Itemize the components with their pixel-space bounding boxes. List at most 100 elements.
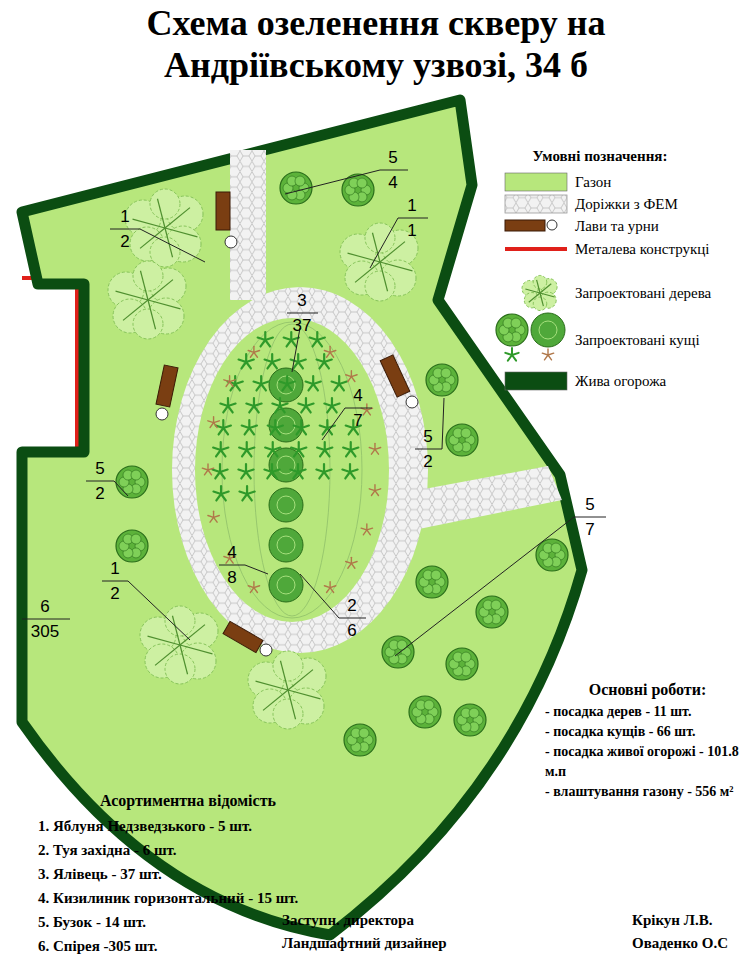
star-ray — [208, 468, 214, 470]
star-ray — [246, 404, 254, 406]
star-ray — [324, 351, 330, 353]
thuja — [269, 568, 303, 602]
tree-branch — [288, 690, 296, 719]
star-ray — [241, 362, 246, 368]
star-ray — [248, 351, 254, 353]
star-ray — [350, 472, 355, 478]
star-ray — [247, 450, 252, 456]
star-ray — [213, 417, 214, 423]
shrub-crown — [496, 314, 528, 346]
star-ray — [223, 426, 231, 428]
star-ray — [271, 428, 276, 434]
cotoneaster — [346, 371, 357, 382]
star-ray — [317, 448, 325, 450]
tree-branch — [157, 199, 165, 228]
star-ray — [246, 362, 251, 368]
cotoneaster — [208, 417, 219, 428]
star-ray — [324, 360, 332, 362]
tree-branch — [529, 293, 540, 302]
star-ray — [325, 448, 333, 450]
tree-branch — [256, 681, 288, 690]
star-ray — [298, 360, 306, 362]
urn — [225, 236, 237, 248]
callout-line — [380, 170, 408, 171]
shrub-lobe — [461, 652, 471, 662]
cotoneaster — [369, 443, 380, 454]
tree-branch — [263, 690, 288, 710]
tree-branch — [380, 262, 412, 271]
legend-text: Газон — [575, 174, 611, 191]
star-ray — [339, 382, 347, 384]
legend-swatch — [505, 372, 567, 390]
star-ray — [351, 448, 359, 450]
juniper — [343, 442, 358, 456]
shrub-lobe — [357, 178, 367, 188]
star-ray — [228, 404, 236, 406]
callout-lines — [22, 170, 606, 656]
shrub-crown — [416, 566, 448, 598]
leader-line — [300, 574, 339, 618]
lilac-shrub — [446, 424, 478, 456]
tree-crown — [273, 651, 303, 681]
lilac-shrub — [476, 596, 508, 628]
lilac-shrub — [536, 539, 568, 571]
legend-bench-sample — [505, 220, 545, 231]
star-ray — [313, 384, 318, 390]
juniper — [291, 442, 306, 456]
callout-line — [287, 313, 318, 314]
star-ray — [242, 426, 250, 428]
star-ray — [371, 449, 375, 454]
star-ray — [256, 384, 261, 390]
star-ray — [268, 450, 273, 456]
star-ray — [330, 588, 334, 593]
star-ray — [239, 360, 247, 362]
star-ray — [213, 492, 221, 494]
star-ray — [214, 423, 218, 428]
star-ray — [324, 586, 330, 588]
star-ray — [258, 338, 266, 340]
path-east — [408, 466, 562, 530]
cotoneaster — [248, 346, 259, 357]
star-ray — [298, 472, 303, 478]
star-ray — [220, 470, 228, 472]
star-ray — [548, 353, 554, 355]
juniper — [213, 442, 228, 456]
callout-line — [219, 565, 245, 566]
tree-branch — [148, 636, 180, 645]
works-item: - посадка кущів - 66 шт. — [545, 722, 750, 742]
star-ray — [247, 448, 255, 450]
callout-number: 1 — [120, 208, 129, 226]
star-ray — [299, 450, 304, 456]
lilac-shrub — [116, 530, 148, 562]
star-ray — [313, 382, 321, 384]
legend-metal-sample — [505, 247, 567, 251]
star-ray — [319, 472, 324, 478]
assortment-item: 4. Кизилиник горизонтальний - 15 шт. — [38, 890, 298, 907]
tree-branch — [155, 645, 180, 665]
star-ray — [366, 524, 367, 530]
path-north — [230, 150, 266, 300]
callout-number: 5 — [585, 496, 594, 514]
star-ray — [298, 404, 306, 406]
star-ray — [369, 447, 375, 449]
star-ray — [254, 586, 260, 588]
star-ray — [248, 586, 254, 588]
star-ray — [351, 371, 352, 377]
star-ray — [239, 492, 247, 494]
tree-crown — [133, 261, 163, 291]
lilac-shrub — [454, 704, 486, 736]
legend-urn-sample — [547, 220, 557, 230]
assortment-item: 3. Ялівець - 37 шт. — [38, 866, 162, 883]
star-ray — [287, 340, 292, 346]
star-ray — [298, 362, 303, 368]
tree-branch — [540, 284, 551, 293]
callout-number: 5 — [423, 428, 432, 446]
apple-tree — [140, 606, 218, 684]
juniper — [310, 332, 325, 346]
star-ray — [306, 406, 311, 412]
bench — [216, 192, 230, 230]
callout-number: 2 — [95, 485, 104, 503]
assortment-item: 5. Бузок - 14 шт. — [38, 914, 146, 931]
works-item: - посадка дерев - 11 шт. — [545, 702, 750, 722]
lilac-shrub — [382, 636, 414, 668]
